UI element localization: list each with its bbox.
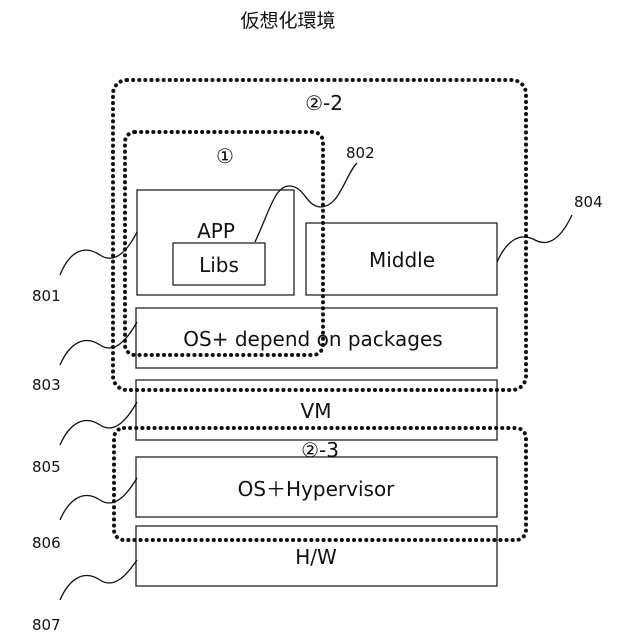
leader-804 — [497, 215, 572, 262]
libs-label: Libs — [199, 253, 239, 277]
os-packages-label: OS+ depend on packages — [183, 327, 442, 351]
ref-807: 807 — [32, 616, 61, 634]
ref-801: 801 — [32, 287, 61, 305]
ref-805: 805 — [32, 458, 61, 476]
ref-803: 803 — [32, 376, 61, 394]
ref-806: 806 — [32, 534, 61, 552]
region-2-3-label: ②-3 — [301, 438, 339, 462]
os-hypervisor-label: OS＋Hypervisor — [238, 477, 396, 501]
leader-805 — [60, 402, 137, 445]
ref-804: 804 — [574, 193, 603, 211]
region-1-label: ① — [216, 144, 234, 168]
region-2-2-label: ②-2 — [305, 91, 343, 115]
app-label: APP — [197, 219, 235, 243]
ref-802: 802 — [346, 144, 375, 162]
leader-806 — [60, 478, 137, 520]
leader-807 — [60, 560, 137, 600]
hw-label: H/W — [295, 545, 337, 569]
vm-label: VM — [301, 399, 332, 423]
diagram-title: 仮想化環境 — [240, 10, 335, 32]
middle-label: Middle — [369, 248, 435, 272]
